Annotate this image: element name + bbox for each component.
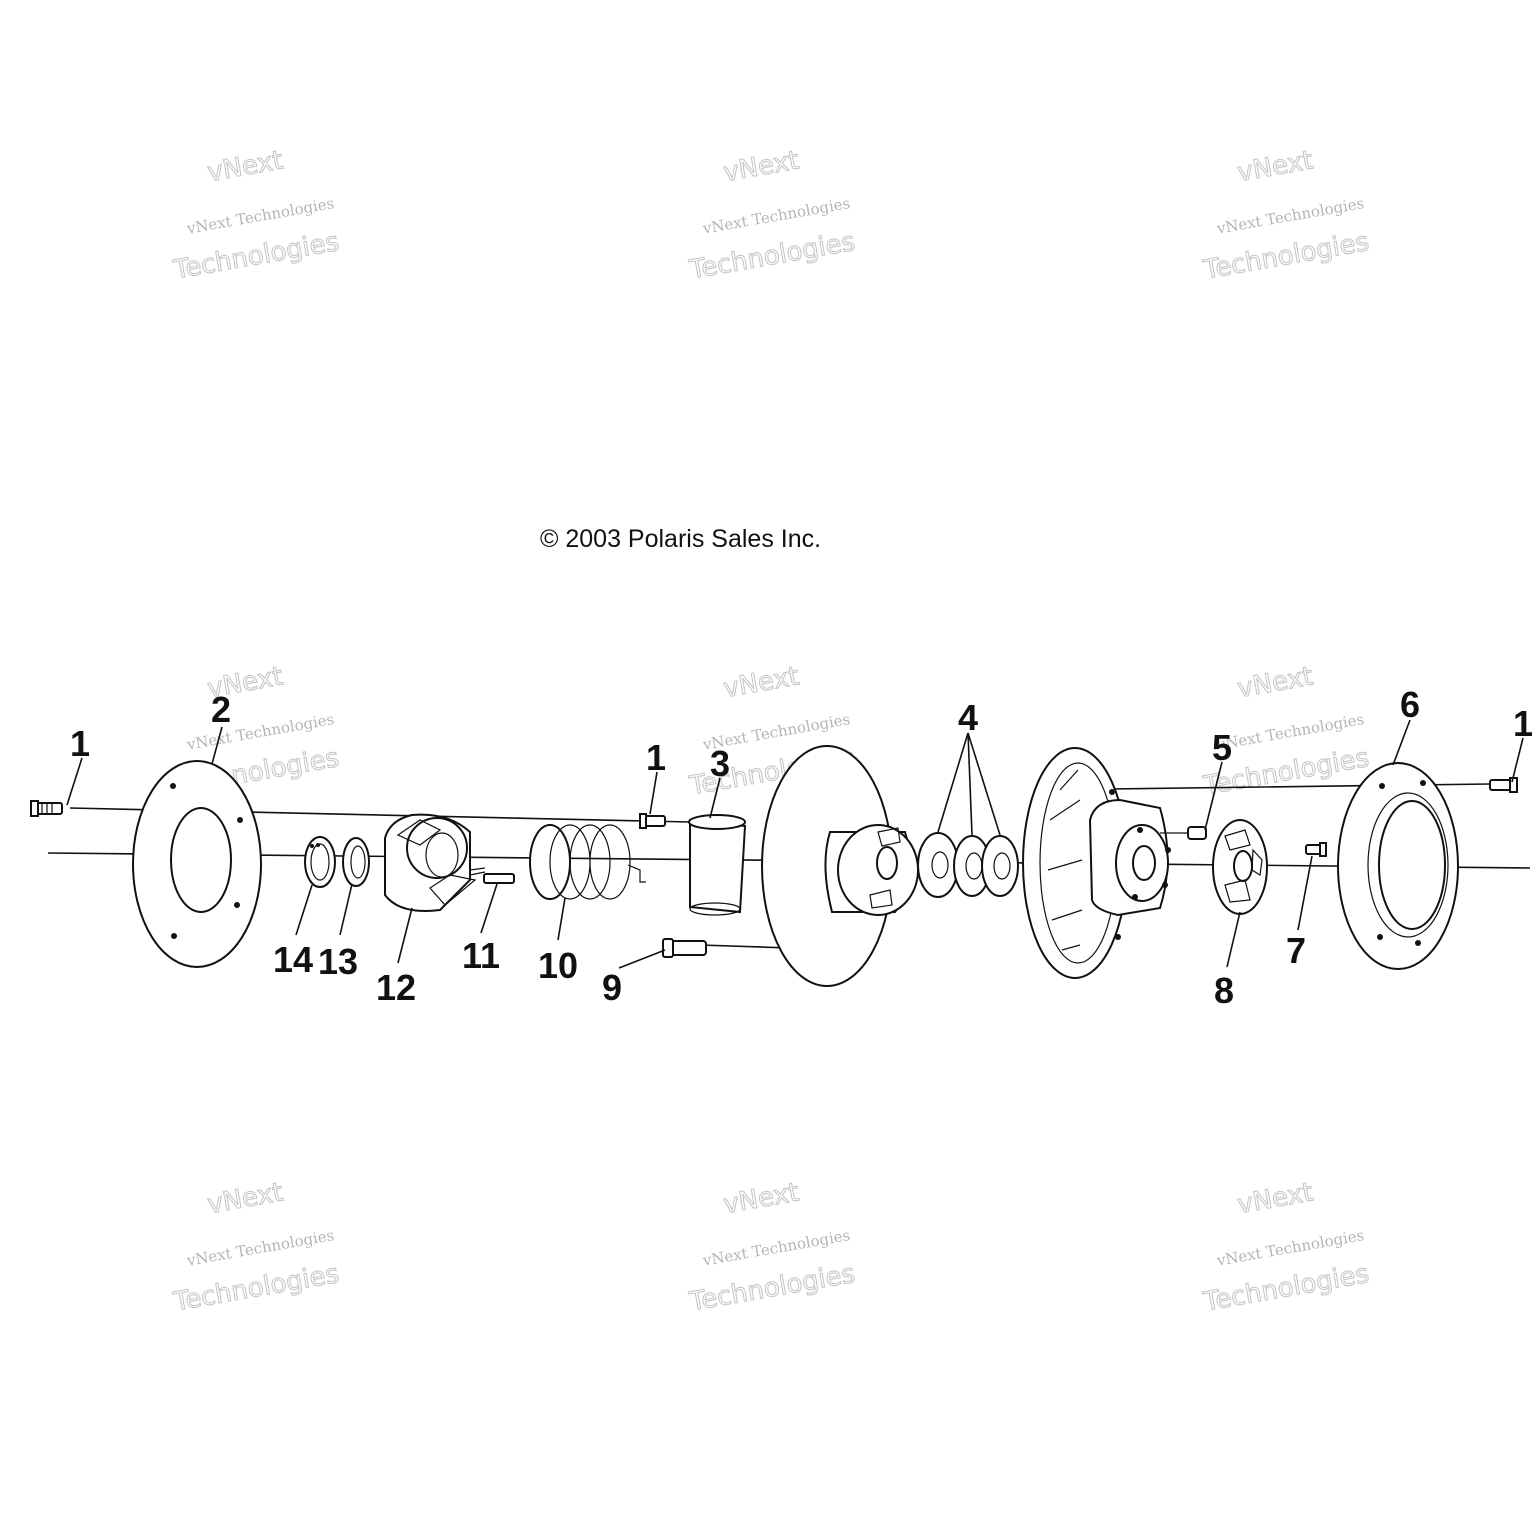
copyright-notice: © 2003 Polaris Sales Inc. [540, 525, 821, 553]
callout-1-right: 1 [1513, 703, 1533, 744]
bolt-mid-head [639, 813, 647, 829]
bushing-top [688, 814, 746, 830]
svg-text:vNext: vNext [721, 1177, 801, 1220]
pin-axis-line [699, 944, 791, 949]
part-screw [1305, 842, 1327, 857]
part-shim-washers [917, 832, 1019, 898]
stationary-sheave-center-hole [1132, 845, 1156, 881]
bolt-right-shank [1489, 779, 1513, 791]
svg-text:vNext: vNext [721, 661, 801, 704]
callout-10: 10 [538, 945, 578, 986]
bolt-right-head [1509, 777, 1518, 793]
bolt-mid-shank [644, 815, 666, 827]
watermark-top-right: vNext vNext Technologies Technologies [1200, 145, 1372, 286]
part-bolt-mid [639, 813, 666, 829]
part-moveable-sheave [761, 745, 919, 987]
callout-14: 14 [273, 939, 313, 980]
callout-3: 3 [710, 743, 730, 784]
part-spring [529, 824, 646, 900]
svg-text:vNext: vNext [1235, 661, 1315, 704]
part-snap-ring [304, 836, 336, 888]
part-ring-cover [1337, 762, 1459, 970]
callout-8: 8 [1214, 970, 1234, 1011]
part-insert [1160, 826, 1207, 840]
callout-1-left: 1 [70, 723, 90, 764]
watermark-bottom-right: vNext vNext Technologies Technologies [1200, 1177, 1372, 1318]
part-bushing [688, 814, 747, 916]
screw-head [1319, 842, 1327, 857]
svg-text:vNext: vNext [205, 1177, 285, 1220]
callout-5: 5 [1212, 727, 1232, 768]
shim-washer-3 [981, 835, 1019, 897]
watermarks: vNext vNext Technologies Technologies vN… [170, 145, 1372, 1318]
callout-1-mid: 1 [646, 737, 666, 778]
svg-text:vNext: vNext [205, 145, 285, 188]
svg-text:vNext: vNext [1235, 1177, 1315, 1220]
callout-12: 12 [376, 967, 416, 1008]
cover-plate-opening [170, 807, 232, 913]
bushing-body [689, 818, 747, 914]
watermark-bottom-left: vNext vNext Technologies Technologies [170, 1177, 342, 1318]
part-retainer [1212, 819, 1268, 915]
snap-ring-outer [304, 836, 336, 888]
watermark-top-center: vNext vNext Technologies Technologies [686, 145, 858, 286]
sheave-center-hole [876, 846, 898, 880]
bolt-shank [35, 802, 63, 815]
callout-7: 7 [1286, 930, 1306, 971]
leader-lines [66, 719, 1524, 969]
retainer-center [1233, 850, 1253, 882]
ring-cover-opening [1378, 800, 1446, 930]
watermark-bottom-center: vNext vNext Technologies Technologies [686, 1177, 858, 1318]
part-helix-cam [384, 813, 486, 912]
part-bolt-right [1489, 777, 1518, 793]
pin-body [669, 940, 707, 956]
roller-pin-body [483, 873, 515, 884]
insert-body [1187, 826, 1207, 840]
pin-head [662, 938, 674, 958]
callout-6: 6 [1400, 684, 1420, 725]
watermark-top-left: vNext vNext Technologies Technologies [170, 145, 342, 286]
part-pin [662, 938, 707, 958]
part-bolt-left [30, 800, 63, 817]
callout-11: 11 [462, 935, 500, 976]
part-stationary-sheave [1022, 747, 1171, 979]
callout-2: 2 [211, 689, 231, 730]
part-washer [342, 837, 370, 887]
part-roller-pin [483, 873, 515, 884]
callout-labels: 1 2 1 3 4 5 6 1 7 8 9 10 11 12 13 14 [70, 684, 1533, 1011]
shim-washer-1 [917, 832, 959, 898]
svg-text:vNext: vNext [721, 145, 801, 188]
callout-9: 9 [602, 967, 622, 1008]
helix-cam-face [406, 817, 468, 879]
callout-4: 4 [958, 697, 978, 738]
callout-13: 13 [318, 941, 358, 982]
bolt-head [30, 800, 39, 817]
part-cover-plate [132, 760, 262, 968]
svg-text:vNext: vNext [1235, 145, 1315, 188]
